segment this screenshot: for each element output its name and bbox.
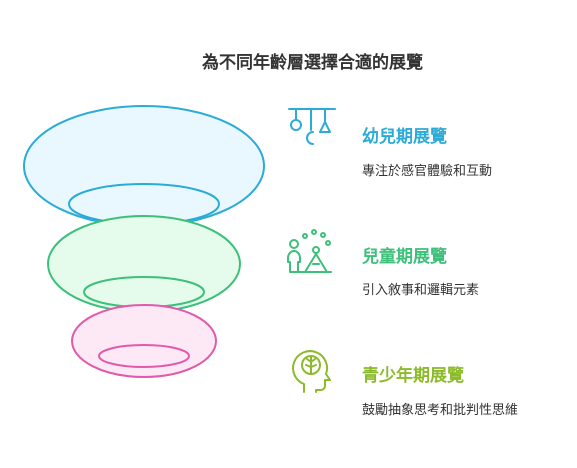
funnel-tier-2 <box>47 215 241 313</box>
mobile-toy-icon <box>288 108 336 145</box>
brain-head-icon <box>292 350 331 393</box>
stage-2-description: 引入敘事和邏輯元素 <box>362 283 480 298</box>
stage-3-description: 鼓勵抽象思考和批判性思維 <box>362 403 519 418</box>
funnel-tier-1 <box>23 105 265 227</box>
funnel-tier-3-inner <box>98 344 190 368</box>
stage-1-heading: 幼兒期展覽 <box>362 127 447 147</box>
diagram-title: 為不同年齡層選擇合適的展覽 <box>202 53 423 73</box>
stage-2-heading: 兒童期展覽 <box>362 247 447 267</box>
funnel-tier-3 <box>71 304 217 378</box>
funnel-tier-2-inner <box>83 276 205 308</box>
children-play-icon <box>287 229 332 273</box>
stage-1-description: 專注於感官體驗和互動 <box>362 164 493 179</box>
stage-3-heading: 青少年期展覽 <box>362 366 464 386</box>
